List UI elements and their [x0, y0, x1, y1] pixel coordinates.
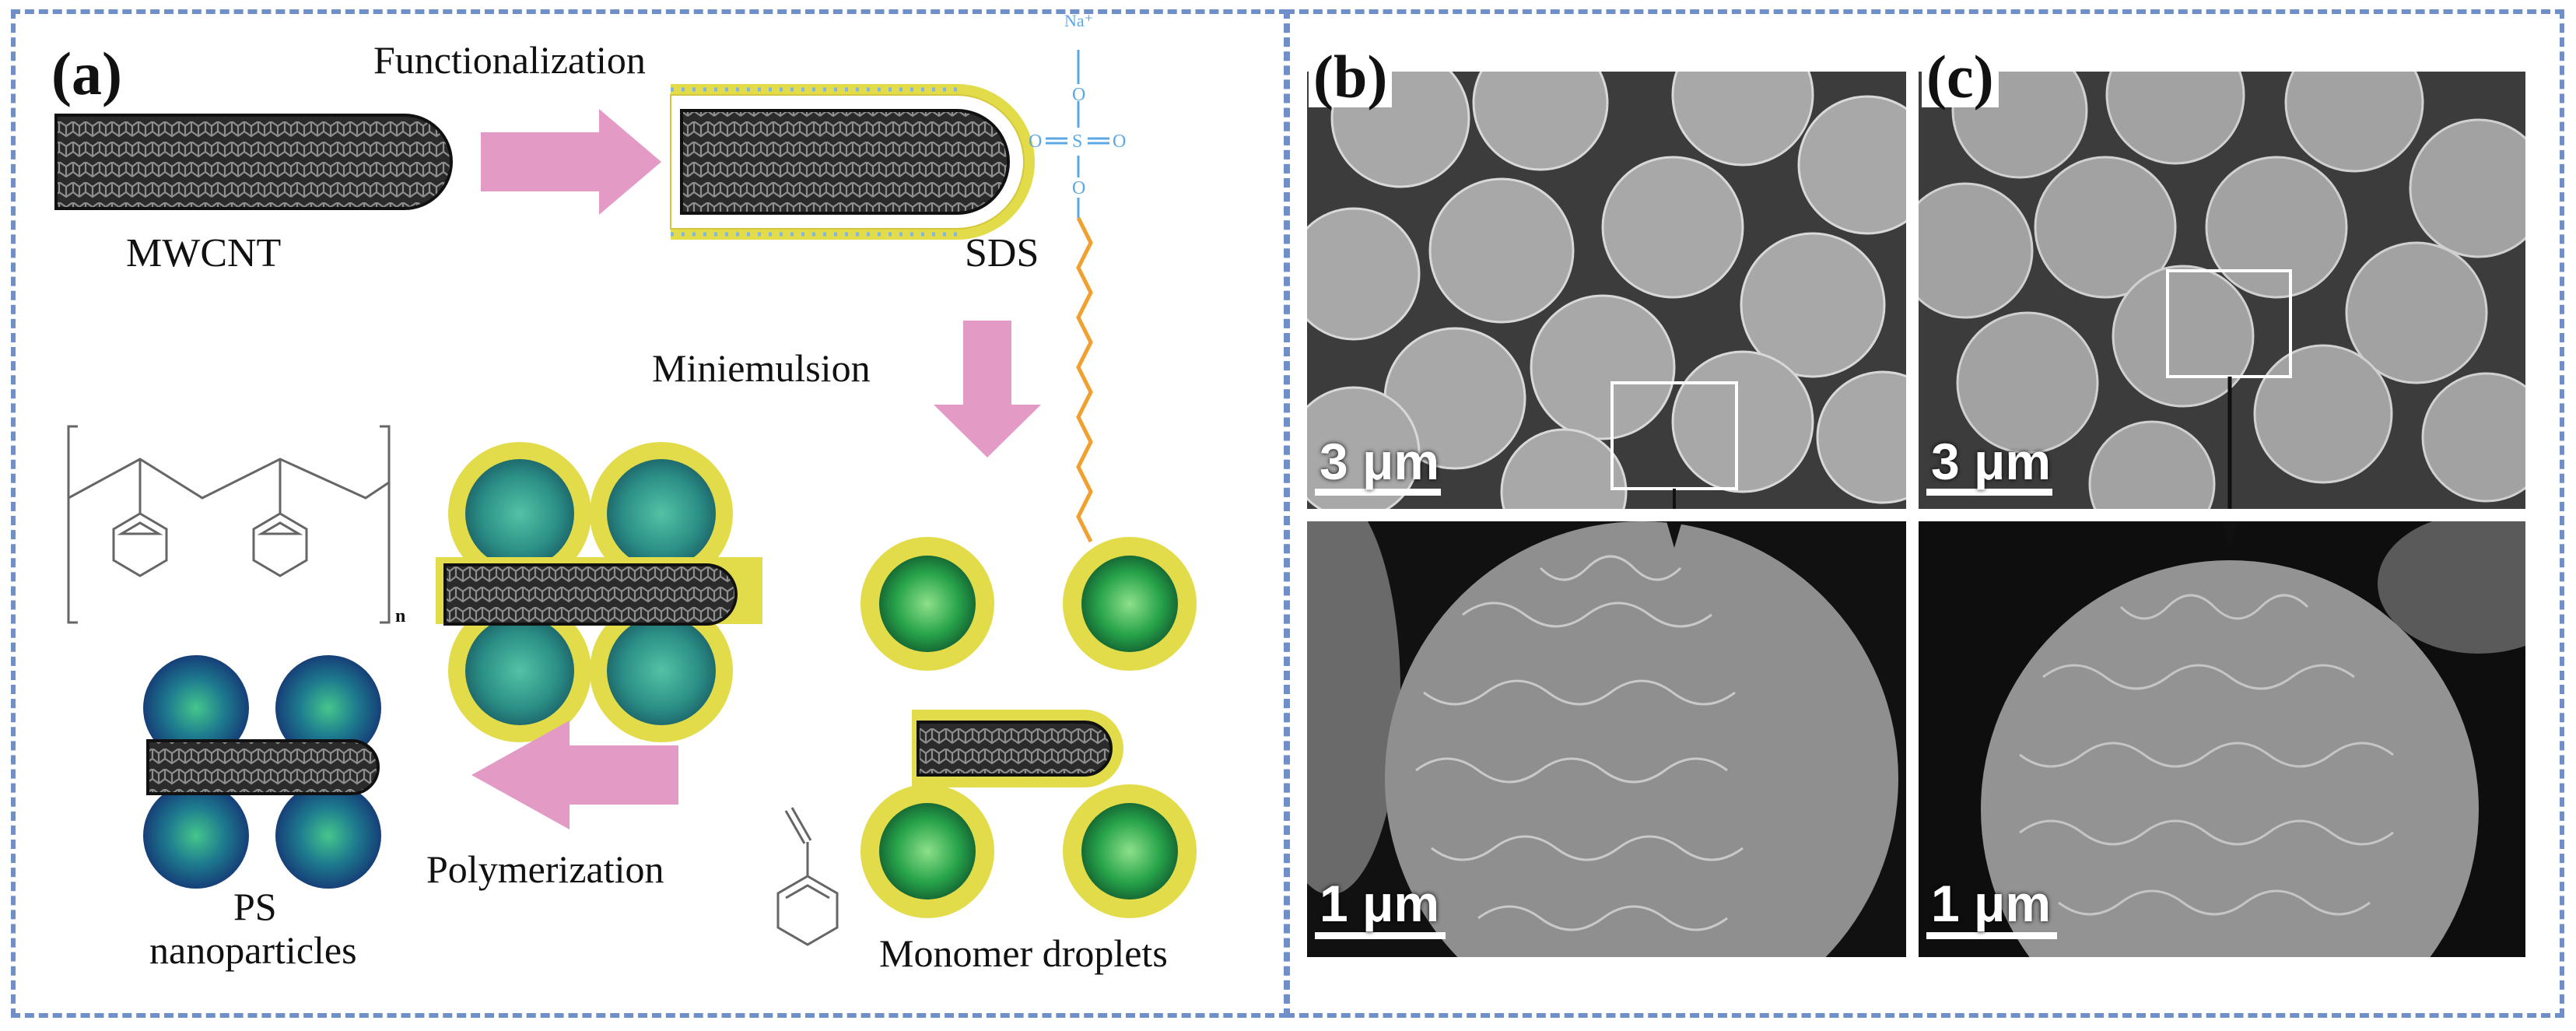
sem-b-zoom: 1 μm: [1307, 521, 1906, 957]
mwcnt-tube: [54, 114, 453, 210]
sem-c-zoom: 1 μm: [1919, 521, 2525, 957]
sem-b-top-scale-label: 3 μm: [1320, 433, 1440, 490]
sds-oxygen-top: O: [1072, 85, 1086, 105]
sem-c-bottom-scale-bar: [1926, 932, 2057, 939]
sem-c-top-scale-bar: [1926, 489, 2052, 496]
sds-oxygen-right: O: [1113, 132, 1127, 152]
arrow-polymerization: [471, 721, 678, 829]
label-monomer-droplets: Monomer droplets: [879, 931, 1168, 975]
panel-b-label: (b): [1309, 47, 1393, 107]
polymer-repeat-n: n: [395, 606, 406, 626]
ps-nanoparticles: [143, 655, 381, 889]
sem-b-overview: 3 μm: [1307, 72, 1906, 509]
sem-c-bottom-scale-label: 1 μm: [1931, 875, 2052, 932]
sds-coated-mwcnt: [670, 84, 1035, 240]
arrow-miniemulsion: [934, 321, 1041, 458]
sem-c-overview: 3 μm: [1919, 72, 2525, 509]
sds-molecule: [1046, 50, 1109, 543]
sem-b-bottom-scale-label: 1 μm: [1320, 875, 1440, 932]
polystyrene-structure: [67, 425, 391, 624]
panel-c-label: (c): [1922, 47, 1999, 107]
label-miniemulsion: Miniemulsion: [652, 346, 871, 390]
sem-b-top-scale-bar: [1315, 489, 1441, 496]
sds-oxygen-left: O: [1029, 132, 1043, 152]
label-sds: SDS: [965, 231, 1039, 275]
monomer-droplets-group: [860, 537, 1197, 918]
sds-sulfur: S: [1072, 132, 1083, 152]
arrow-functionalization: [481, 109, 661, 215]
label-ps-line2: nanoparticles: [149, 928, 357, 972]
label-mwcnt: MWCNT: [126, 231, 282, 275]
droplets-on-cnt: [436, 442, 762, 742]
label-functionalization: Functionalization: [373, 38, 646, 82]
sds-oxygen-bottom: O: [1072, 178, 1086, 198]
panel-bc-frame: [1285, 9, 2564, 1018]
label-polymerization: Polymerization: [426, 847, 664, 891]
styrene-structure: [776, 807, 839, 946]
sem-c-top-scale-label: 3 μm: [1931, 433, 2052, 490]
panel-a-label: (a): [47, 44, 127, 104]
sem-b-bottom-scale-bar: [1315, 932, 1446, 939]
sds-na-label: Na⁺: [1064, 11, 1094, 30]
label-ps-line1: PS: [233, 885, 277, 928]
